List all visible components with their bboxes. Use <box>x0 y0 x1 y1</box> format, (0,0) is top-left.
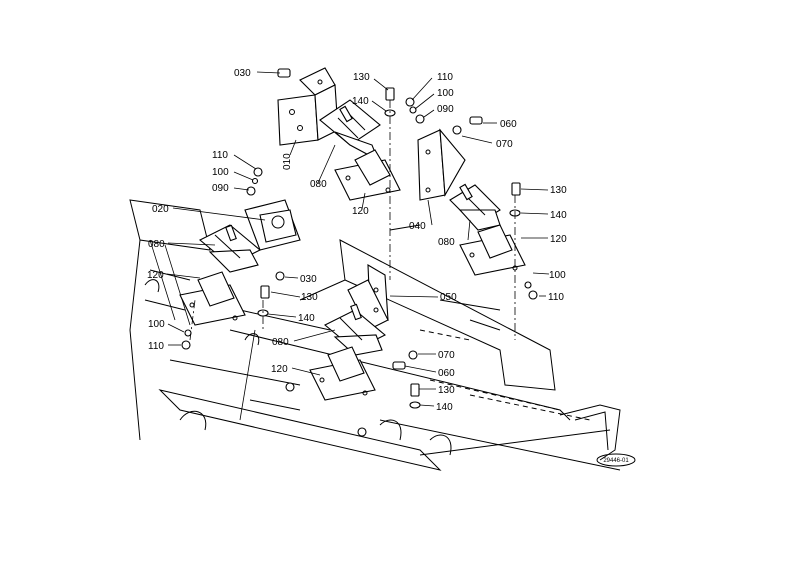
callout-080: 080 <box>310 179 327 190</box>
rubber-mount-080-top <box>319 99 381 162</box>
callout-labels: 030 130 140 110 100 090 060 070 010 080 … <box>147 68 567 413</box>
drawing-number-stamp: 29446-01 <box>596 453 636 467</box>
callout-130: 130 <box>353 72 370 83</box>
callout-100: 100 <box>437 88 454 99</box>
bracket-120-right <box>459 224 526 276</box>
callout-070: 070 <box>496 139 513 150</box>
callout-100: 100 <box>148 319 165 330</box>
rubber-mount-080-center <box>324 303 386 356</box>
callout-030: 030 <box>234 68 251 79</box>
callout-110: 110 <box>148 341 164 352</box>
rubber-mount-080-right <box>449 183 501 231</box>
callout-110: 110 <box>437 72 453 83</box>
callout-130: 130 <box>550 185 567 196</box>
callout-080: 080 <box>272 337 289 348</box>
bracket-040 <box>417 128 466 201</box>
callout-140: 140 <box>436 402 453 413</box>
callout-080: 080 <box>148 239 165 250</box>
callout-060: 060 <box>500 119 517 130</box>
callout-090: 090 <box>437 104 454 115</box>
callout-050: 050 <box>440 292 457 303</box>
callout-100: 100 <box>549 270 566 281</box>
leader-lines <box>166 71 550 407</box>
callout-070: 070 <box>438 350 455 361</box>
assembly-axis-lines <box>189 100 516 341</box>
bracket-120-left <box>179 271 246 326</box>
callout-140: 140 <box>298 313 315 324</box>
base-frame <box>129 199 621 471</box>
bracket-120-center <box>309 346 376 401</box>
drawing-number: 29446-01 <box>603 458 629 464</box>
callout-110: 110 <box>548 292 564 303</box>
callout-100: 100 <box>212 167 229 178</box>
callout-030: 030 <box>300 274 317 285</box>
callout-120: 120 <box>550 234 567 245</box>
callout-090: 090 <box>212 183 229 194</box>
callout-120: 120 <box>352 206 369 217</box>
callout-140: 140 <box>550 210 567 221</box>
callout-010: 010 <box>282 153 293 170</box>
callout-040: 040 <box>409 221 426 232</box>
callout-120: 120 <box>147 270 164 281</box>
bracket-020 <box>244 199 301 251</box>
callout-130: 130 <box>438 385 455 396</box>
callout-060: 060 <box>438 368 455 379</box>
callout-110: 110 <box>212 150 228 161</box>
bracket-010 <box>277 67 339 146</box>
bracket-050 <box>347 264 389 331</box>
callout-140: 140 <box>352 96 369 107</box>
callout-080: 080 <box>438 237 455 248</box>
rubber-mount-080-left <box>199 224 261 273</box>
callout-120: 120 <box>271 364 288 375</box>
fasteners <box>181 68 538 437</box>
callout-020: 020 <box>152 204 169 215</box>
callout-130: 130 <box>301 292 318 303</box>
